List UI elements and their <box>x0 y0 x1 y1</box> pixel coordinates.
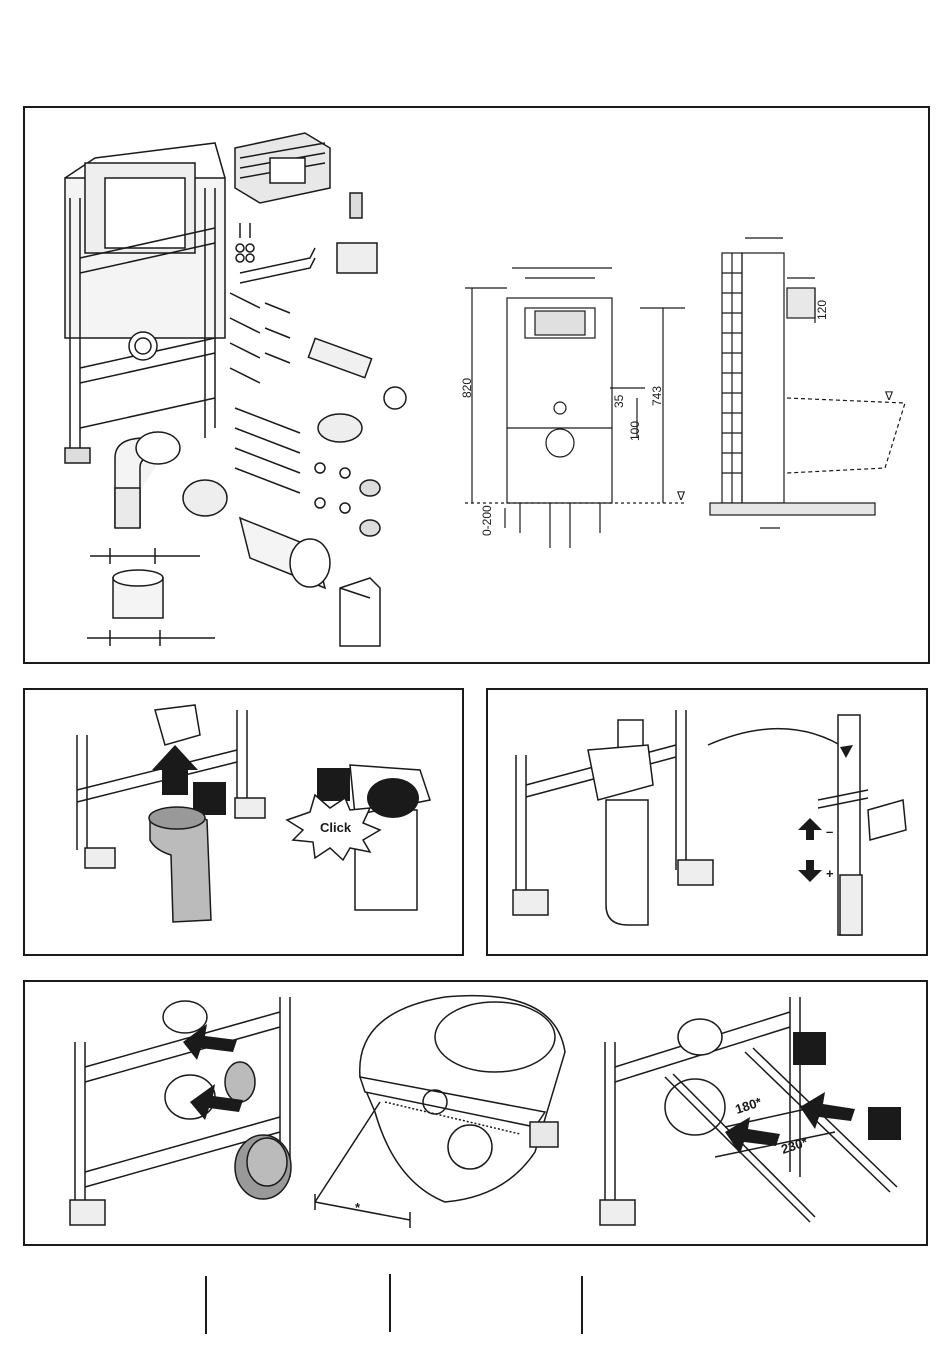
arrow-up-icon <box>798 818 822 840</box>
step2-panel: – + <box>486 688 928 956</box>
installation-frame-illustration <box>65 143 225 463</box>
angle-180-label: 180* <box>733 1094 764 1117</box>
arrow-down-icon <box>798 860 822 882</box>
minus-label: – <box>826 824 833 839</box>
step-marker-d <box>868 1107 901 1140</box>
level-mark-floor: ∇ <box>676 489 686 503</box>
step3-panel: * 180* 230* <box>23 980 928 1246</box>
cistern-cover-illustration <box>235 133 330 203</box>
wc-bowl-illustration <box>315 996 565 1228</box>
dim-743: 743 <box>650 386 664 406</box>
asterisk-label: * <box>355 1200 361 1215</box>
arrow-up-icon <box>152 745 198 795</box>
dim-0-200: 0-200 <box>480 505 494 536</box>
manual-booklet-illustration <box>340 578 380 646</box>
step1-drawing: Click <box>25 690 462 954</box>
parts-drawing: 820 743 35 100 0-200 <box>25 108 928 662</box>
step-marker-c <box>793 1032 826 1065</box>
parts-overview-panel: 820 743 35 100 0-200 <box>23 106 930 664</box>
fixing-kit-illustration <box>236 193 377 283</box>
click-label: Click <box>320 820 352 835</box>
footer-separator-2 <box>389 1274 391 1332</box>
drain-elbow-illustration <box>113 432 330 618</box>
connection-pipes-illustration <box>308 338 406 536</box>
plus-label: + <box>826 866 834 881</box>
drain-bend-pipe <box>149 807 211 922</box>
dim-35: 35 <box>612 394 626 408</box>
connector-assembly-illustration <box>70 997 291 1225</box>
dim-100: 100 <box>628 421 642 441</box>
step1-panel: Click <box>23 688 464 956</box>
arrow-left-icon <box>800 1092 855 1129</box>
dim-820: 820 <box>460 378 474 398</box>
dim-120: 120 <box>815 300 829 320</box>
footer-separator-1 <box>205 1276 207 1334</box>
side-section-drawing <box>710 238 905 528</box>
drain-bend-click <box>287 765 430 910</box>
anchor-bolts-illustration <box>230 293 300 493</box>
step2-drawing: – + <box>488 690 926 954</box>
front-elevation-drawing <box>465 268 685 548</box>
step-marker-b <box>317 768 350 801</box>
footer-separator-3 <box>581 1276 583 1334</box>
step3-drawing: * 180* 230* <box>25 982 926 1244</box>
angle-230-label: 230* <box>779 1134 810 1157</box>
level-mark-bowl: ∇ <box>884 389 894 403</box>
